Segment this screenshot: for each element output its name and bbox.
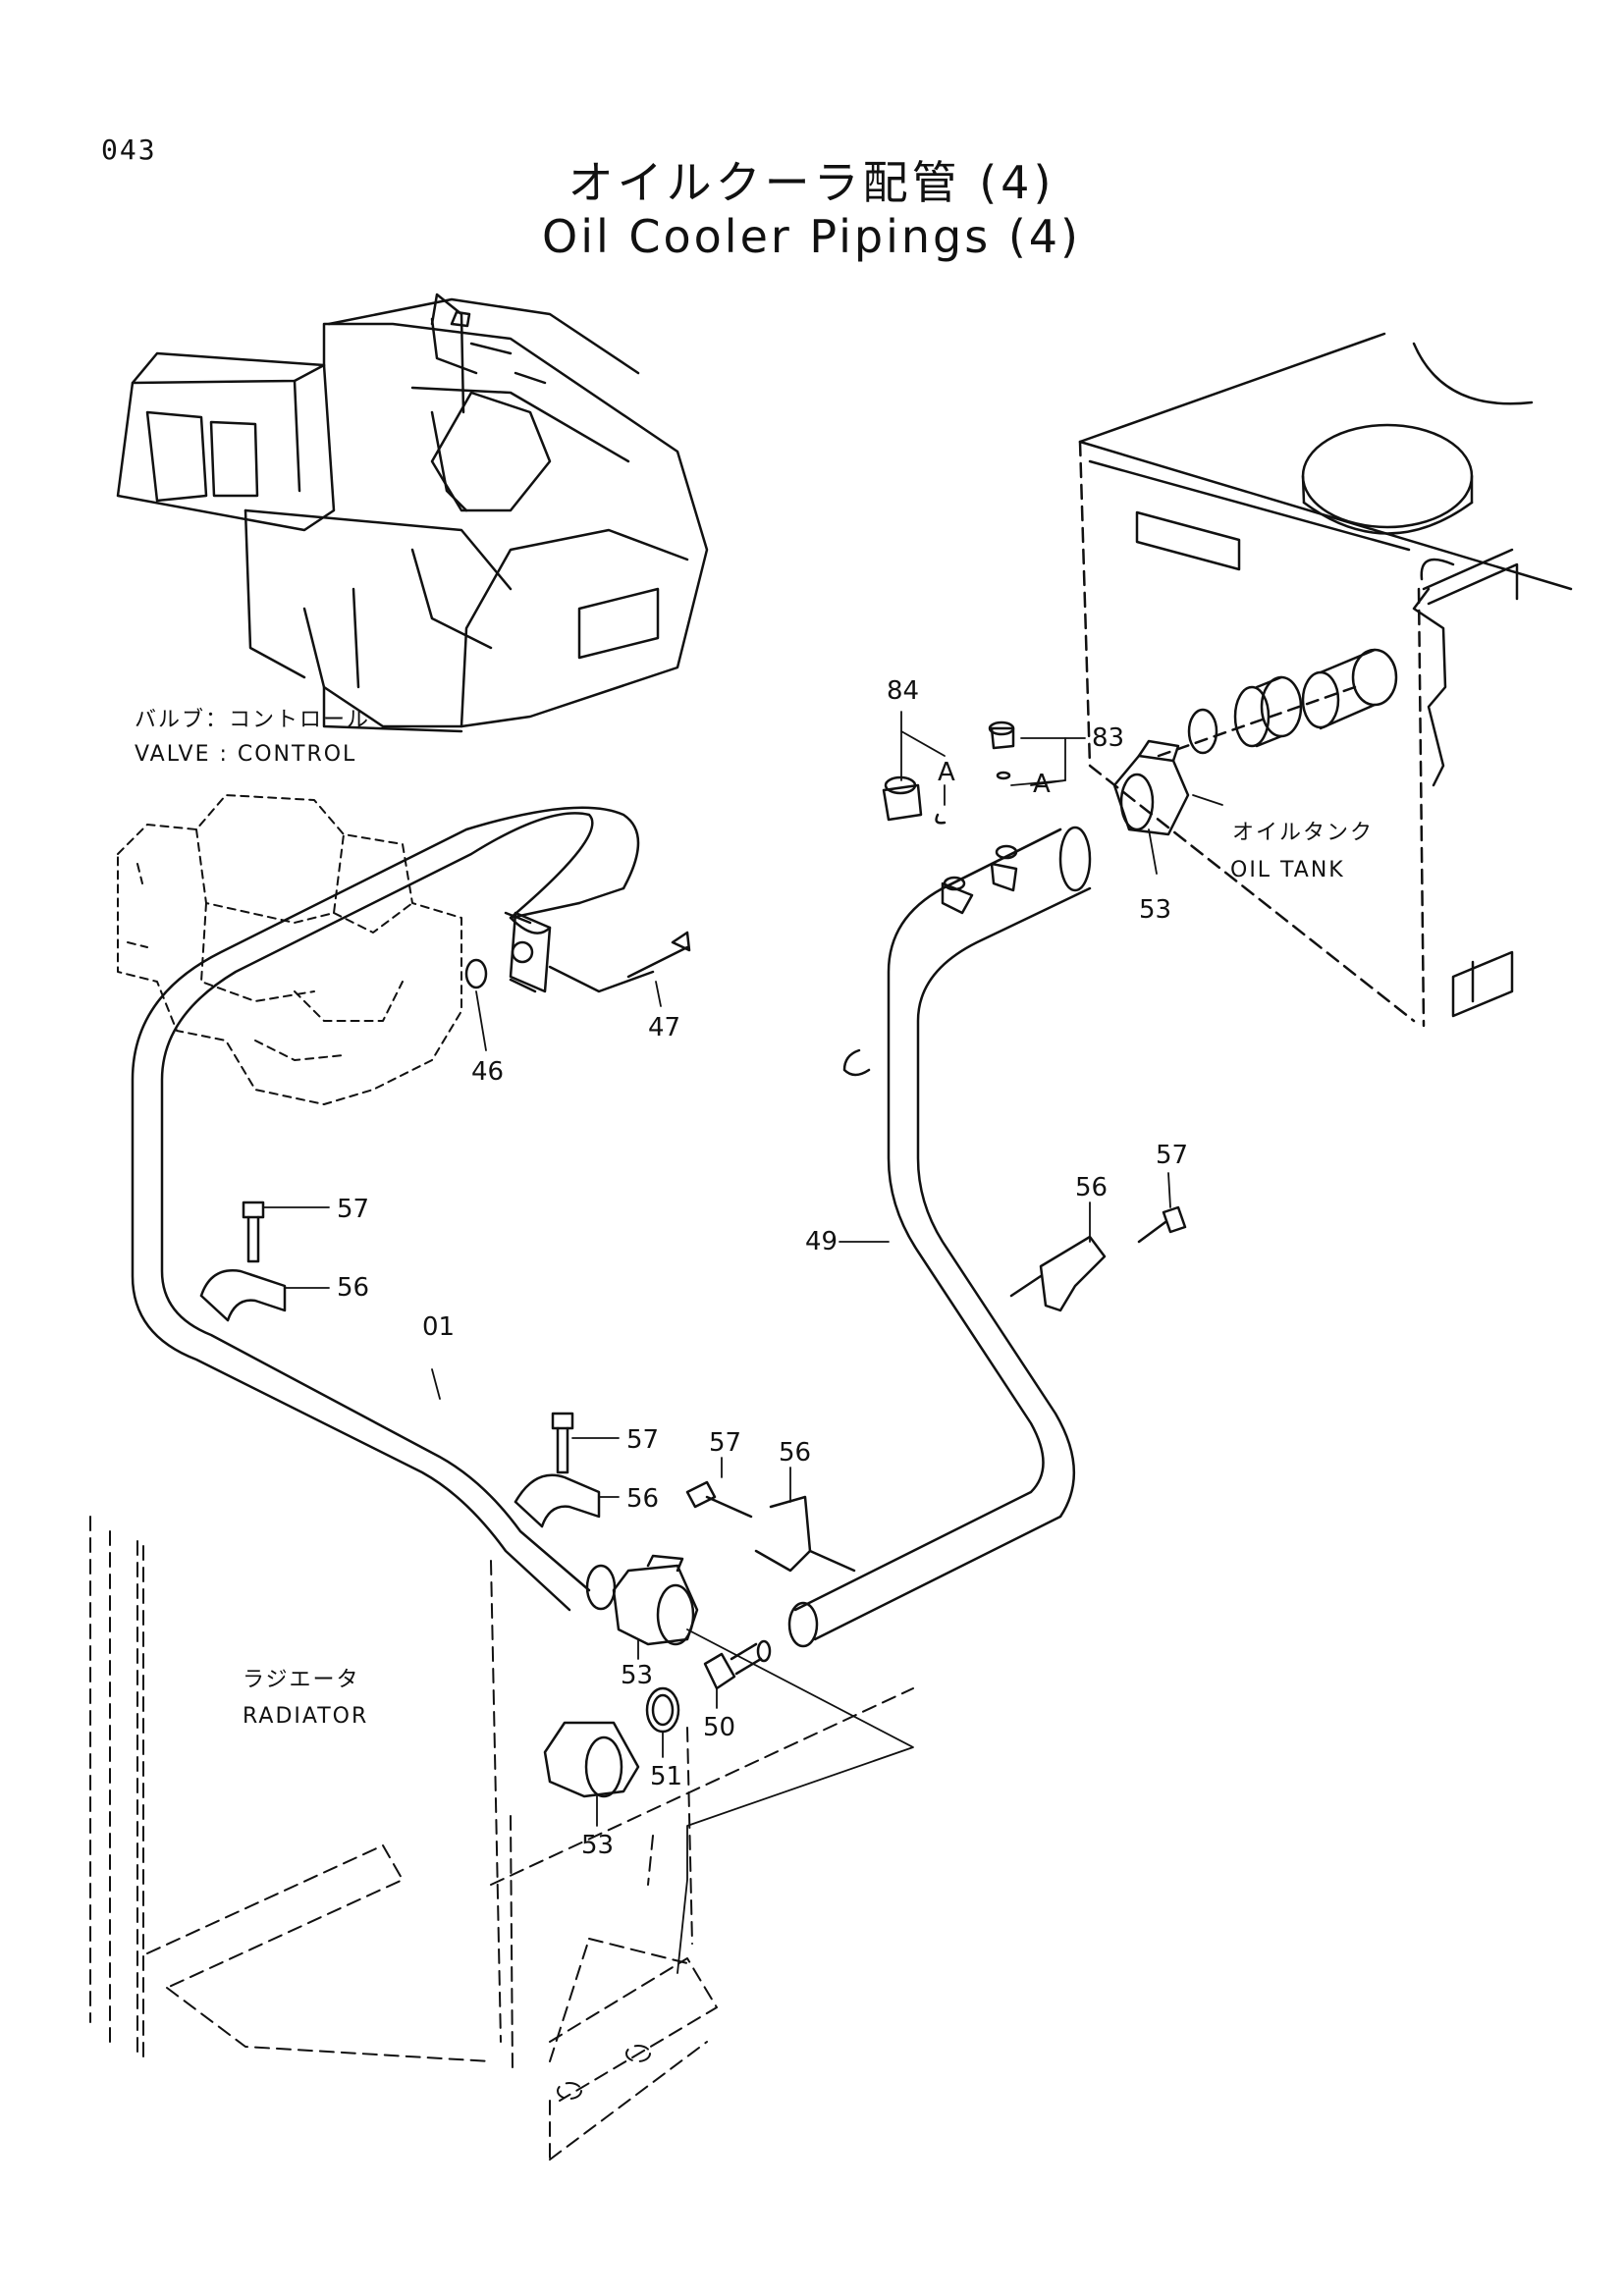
radiator-label-en: RADIATOR xyxy=(243,1704,368,1729)
callout-57-right: 57 xyxy=(1156,1141,1188,1170)
pipe-01-drawing xyxy=(131,806,640,1612)
valve-label-en: VALVE : CONTROL xyxy=(135,742,356,767)
callout-a-2: A xyxy=(1033,770,1051,799)
clamp-56-right-drawing xyxy=(1009,1235,1107,1312)
title-english: Oil Cooler Pipings (4) xyxy=(542,210,1081,263)
tank-label-en: OIL TANK xyxy=(1230,858,1345,882)
clamp-56-mid-drawing xyxy=(514,1473,601,1528)
callout-84: 84 xyxy=(887,676,919,706)
valve-flange-drawing xyxy=(464,911,691,993)
callout-51: 51 xyxy=(650,1762,682,1791)
clamp-53-mid-drawing xyxy=(612,1554,699,1646)
callout-53-low: 53 xyxy=(581,1831,614,1860)
radiator-label-jp: ラジエータ xyxy=(243,1668,360,1692)
text-labels: バルブ：コントロール VALVE : CONTROL オイルタンク OIL TA… xyxy=(135,676,1374,1860)
leader-lines xyxy=(262,711,1223,1974)
callout-46: 46 xyxy=(471,1057,504,1087)
callout-56-mid: 56 xyxy=(626,1484,659,1514)
pipe-fittings-drawing xyxy=(941,844,1018,915)
plug-84-drawing xyxy=(882,775,947,825)
clamp-53-low-drawing xyxy=(543,1721,640,1798)
callout-49: 49 xyxy=(805,1227,838,1256)
radiator-drawing xyxy=(89,1516,914,2161)
control-valve-drawing xyxy=(117,794,462,1105)
pipe-49-drawing xyxy=(787,826,1092,1648)
callout-56-bracket: 56 xyxy=(779,1438,811,1468)
ring-51-drawing xyxy=(645,1686,680,1734)
callout-01: 01 xyxy=(422,1312,455,1342)
bolt-57-bracket-drawing xyxy=(685,1480,753,1519)
tank-connector-drawing xyxy=(1157,648,1398,758)
excavator-overview-drawing xyxy=(116,293,709,733)
callout-50: 50 xyxy=(703,1713,735,1742)
callout-57-left: 57 xyxy=(337,1195,369,1224)
oil-tank-drawing xyxy=(1078,332,1573,1028)
callout-56-left: 56 xyxy=(337,1273,369,1303)
callout-53-tank: 53 xyxy=(1139,895,1171,925)
clamp-53-tank-drawing xyxy=(1112,739,1190,836)
bolt-57-mid-drawing xyxy=(551,1412,574,1474)
callout-a-1: A xyxy=(938,758,955,787)
clamp-56-left-drawing xyxy=(199,1269,287,1322)
callout-47: 47 xyxy=(648,1013,680,1042)
callout-57-mid: 57 xyxy=(626,1425,659,1455)
callout-57-bracket: 57 xyxy=(709,1428,741,1458)
tank-label-jp: オイルタンク xyxy=(1232,821,1374,845)
valve-label-jp: バルブ：コントロール xyxy=(135,708,370,732)
bolt-57-right-drawing xyxy=(1137,1205,1187,1244)
callout-83: 83 xyxy=(1092,723,1124,753)
bolt-57-left-drawing xyxy=(242,1201,265,1263)
callout-56-right: 56 xyxy=(1075,1173,1108,1202)
callout-53-mid: 53 xyxy=(621,1661,653,1690)
plug-83-drawing xyxy=(988,721,1015,780)
bracket-56-drawing xyxy=(754,1495,856,1573)
title-japanese: オイルクーラ配管 (4) xyxy=(568,156,1055,209)
nipple-50-drawing xyxy=(703,1639,772,1690)
page-number: 043 xyxy=(101,133,157,166)
